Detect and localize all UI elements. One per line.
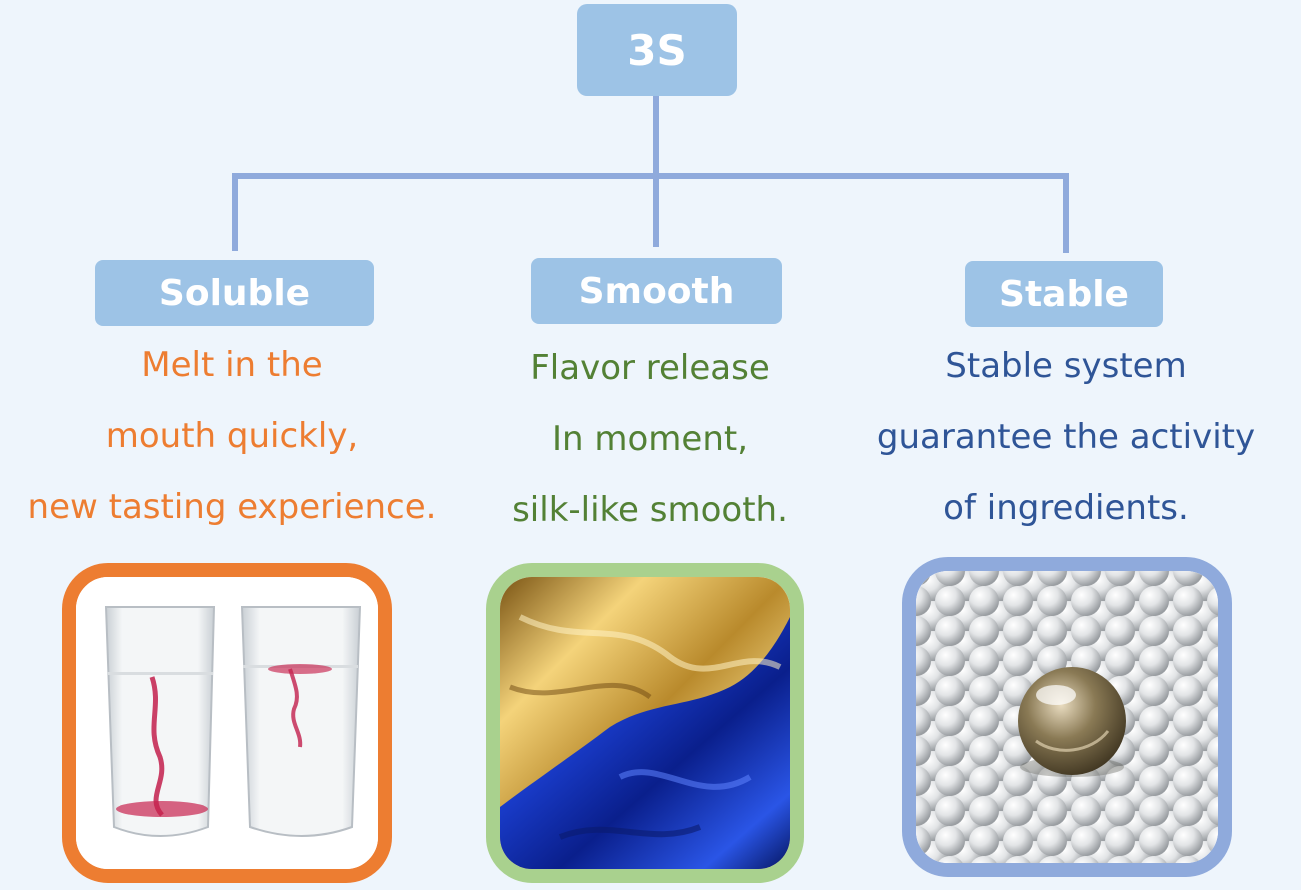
photo-frame-soluble (62, 563, 392, 883)
category-box-smooth: Smooth (531, 258, 782, 324)
photo-frame-stable (902, 557, 1232, 877)
category-label-stable: Stable (999, 273, 1129, 315)
description-smooth: Flavor release In moment, silk-like smoo… (420, 333, 880, 546)
category-label-smooth: Smooth (578, 270, 735, 312)
category-label-soluble: Soluble (158, 272, 311, 314)
description-line: Stable system (945, 346, 1187, 386)
description-line: guarantee the activity (876, 417, 1256, 457)
description-line: In moment, (551, 419, 749, 459)
photo-frame-smooth (486, 563, 804, 883)
description-line: Flavor release (530, 348, 770, 388)
glasses-dissolving-dye-photo (76, 577, 378, 869)
root-node-3s: 3S (577, 4, 737, 96)
description-line: of ingredients. (943, 488, 1189, 528)
description-soluble: Melt in the mouth quickly, new tasting e… (2, 330, 462, 543)
description-line: Melt in the (141, 345, 323, 385)
category-box-soluble: Soluble (95, 260, 374, 326)
description-line: new tasting experience. (27, 487, 437, 527)
gold-and-blue-silk-photo (500, 577, 790, 869)
pearl-beads-photo (916, 571, 1218, 863)
root-node-label: 3S (627, 25, 687, 75)
description-stable: Stable system guarantee the activity of … (836, 331, 1296, 544)
description-line: mouth quickly, (105, 416, 359, 456)
description-line: silk-like smooth. (512, 490, 788, 530)
category-box-stable: Stable (965, 261, 1163, 327)
